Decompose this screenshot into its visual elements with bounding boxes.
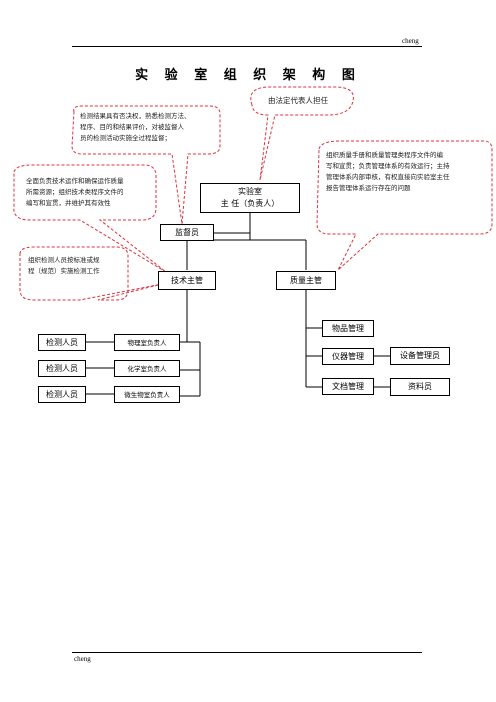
callout-tech-resp <box>13 164 167 273</box>
callout-supervisor-text: 检测结果具有否决权，熟悉检测方法、 程序、目的和结果评价，对被监督人 员的检测活… <box>80 112 191 142</box>
callout-inspect-org-text: 组织检测人员按标准或规 程（规范）实施检测工作 <box>28 256 100 275</box>
callout-inspect-org <box>19 246 163 301</box>
callout-legal-rep <box>250 86 354 181</box>
tech-manager-box: 技术主管 <box>158 271 216 290</box>
equipment-admin-box: 设备管理员 <box>390 347 450 365</box>
supervisor-box: 监督员 <box>160 224 214 241</box>
callout-legal-rep-text: 由法定代表人担任 <box>268 96 328 105</box>
footer-rule <box>72 652 422 653</box>
inspector-box-2: 检测人员 <box>38 360 86 377</box>
footer-label: cheng <box>74 655 91 663</box>
callout-supervisor <box>71 105 221 225</box>
inspector-box-3: 检测人员 <box>38 386 86 403</box>
document-mgmt-box: 文档管理 <box>322 378 374 395</box>
callout-quality-resp <box>316 140 493 271</box>
page-title: 实 验 室 组 织 架 构 图 <box>135 68 361 83</box>
physics-lead-box: 物理室负责人 <box>114 334 180 351</box>
quality-manager-box: 质量主管 <box>276 271 336 290</box>
header-label: cheng <box>402 37 419 45</box>
chemistry-lead-box: 化学室负责人 <box>114 360 180 377</box>
header-rule <box>72 46 422 47</box>
callout-quality-resp-text: 组织质量手册和质量管理类程序文件的编 写和宣贯；负责管理体系的有效运行；主持 管… <box>326 151 450 192</box>
goods-mgmt-box: 物品管理 <box>322 320 374 337</box>
instrument-mgmt-box: 仪器管理 <box>322 348 374 365</box>
micro-lead-box: 微生物室负责人 <box>114 386 180 403</box>
director-box: 实验室 主 任（负责人） <box>200 183 300 213</box>
callout-tech-resp-text: 全面负责技术运作和确保运作质量 所需资源；组织技术类程序文件的 编写和宣贯，并维… <box>26 177 124 207</box>
archivist-box: 资料员 <box>390 378 450 396</box>
inspector-box-1: 检测人员 <box>38 334 86 351</box>
